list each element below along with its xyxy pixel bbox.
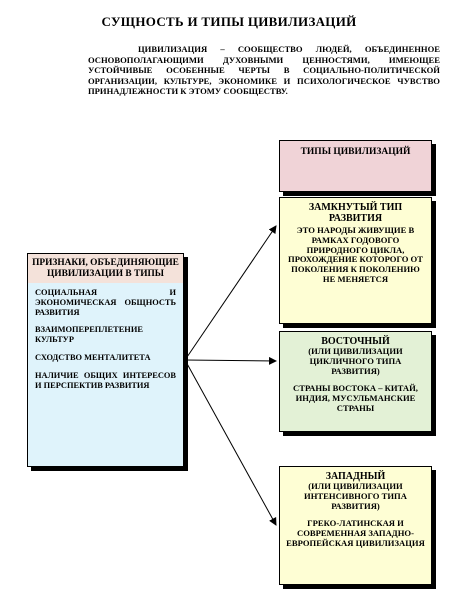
eastern-type-box: ВОСТОЧНЫЙ (ИЛИ ЦИВИЛИЗАЦИИ ЦИКЛИЧНОГО ТИ…	[279, 331, 432, 432]
western-type-subtitle: (ИЛИ ЦИВИЛИЗАЦИИ ИНТЕНСИВНОГО ТИПА РАЗВИ…	[304, 481, 407, 511]
signs-header: ПРИЗНАКИ, ОБЪЕДИНЯЮЩИЕ ЦИВИЛИЗАЦИИ В ТИП…	[28, 254, 183, 283]
closed-type-description: ЭТО НАРОДЫ ЖИВУЩИЕ В РАМКАХ ГОДОВОГО ПРИ…	[288, 225, 423, 284]
list-item: НАЛИЧИЕ ОБЩИХ ИНТЕРЕСОВ И ПЕРСПЕКТИВ РАЗ…	[35, 370, 176, 390]
closed-type-box: ЗАМКНУТЫЙ ТИП РАЗВИТИЯ ЭТО НАРОДЫ ЖИВУЩИ…	[279, 197, 432, 324]
diagram-title: СУЩНОСТЬ И ТИПЫ ЦИВИЛИЗАЦИЙ	[101, 14, 357, 29]
civilization-definition: ЦИВИЛИЗАЦИЯ – СООБЩЕСТВО ЛЮДЕЙ, ОБЪЕДИНЕ…	[88, 44, 440, 97]
list-item: СОЦИАЛЬНАЯ И ЭКОНОМИЧЕСКАЯ ОБЩНОСТЬ РАЗВ…	[35, 288, 176, 317]
list-item: ВЗАИМОПЕРЕПЛЕТЕНИЕ КУЛЬТУР	[35, 325, 143, 345]
types-header-label: ТИПЫ ЦИВИЛИЗАЦИЙ	[300, 147, 411, 157]
western-type-examples: ГРЕКО-ЛАТИНСКАЯ И СОВРЕМЕННАЯ ЗАПАДНО-ЕВ…	[286, 518, 425, 548]
eastern-type-examples: СТРАНЫ ВОСТОКА – КИТАЙ, ИНДИЯ, МУСУЛЬМАН…	[293, 383, 418, 413]
list-item: СХОДСТВО МЕНТАЛИТЕТА	[35, 352, 151, 362]
closed-type-title: ЗАМКНУТЫЙ ТИП РАЗВИТИЯ	[308, 202, 403, 224]
types-header-box: ТИПЫ ЦИВИЛИЗАЦИЙ	[279, 140, 432, 192]
arrow-to-western-type	[184, 359, 277, 526]
eastern-type-title: ВОСТОЧНЫЙ	[321, 336, 390, 347]
eastern-type-subtitle: (ИЛИ ЦИВИЛИЗАЦИИ ЦИКЛИЧНОГО ТИПА РАЗВИТИ…	[308, 346, 403, 376]
western-type-box: ЗАПАДНЫЙ (ИЛИ ЦИВИЛИЗАЦИИ ИНТЕНСИВНОГО Т…	[279, 466, 432, 585]
western-type-title: ЗАПАДНЫЙ	[325, 471, 386, 482]
signs-list: СОЦИАЛЬНАЯ И ЭКОНОМИЧЕСКАЯ ОБЩНОСТЬ РАЗВ…	[28, 283, 183, 390]
arrow-to-eastern-type	[184, 356, 277, 365]
arrow-to-closed-type	[184, 225, 277, 361]
signs-box: ПРИЗНАКИ, ОБЪЕДИНЯЮЩИЕ ЦИВИЛИЗАЦИИ В ТИП…	[27, 253, 184, 467]
